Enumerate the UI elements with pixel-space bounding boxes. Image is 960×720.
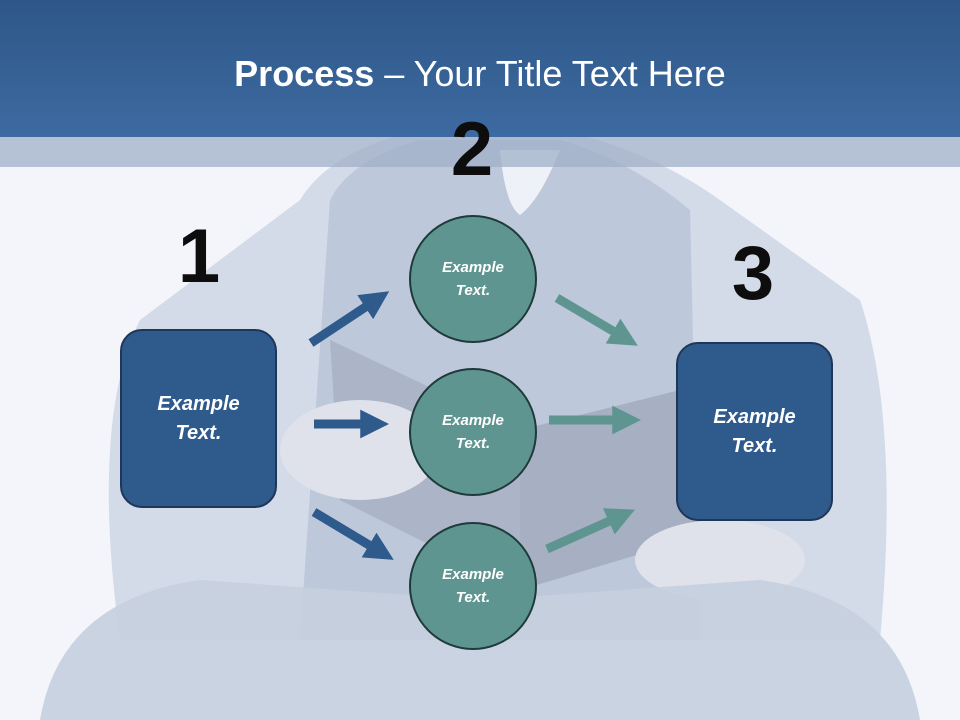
header-strip [0, 137, 960, 167]
arrow-2a-to-3 [554, 294, 638, 346]
step-2-circle-top: Example Text. [409, 215, 537, 343]
arrow-1-to-2c [311, 508, 394, 560]
arrow-2c-to-3 [545, 508, 636, 554]
arrow-1-to-2a [308, 291, 390, 347]
step-2-circle-top-text: Example Text. [442, 259, 504, 299]
title-rest: – Your Title Text Here [374, 53, 726, 94]
step-number-1: 1 [177, 214, 221, 299]
step-2-circle-bottom-text: Example Text. [442, 566, 504, 606]
step-number-3: 3 [731, 231, 775, 316]
slide-title: Process – Your Title Text Here [0, 52, 960, 96]
step-2-circle-middle-text: Example Text. [442, 412, 504, 452]
step-2-circle-bottom: Example Text. [409, 522, 537, 650]
step-1-box: Example Text. [120, 329, 277, 508]
step-2-circle-middle: Example Text. [409, 368, 537, 496]
title-bold: Process [234, 53, 375, 94]
step-number-2: 2 [450, 107, 494, 192]
header-band [0, 0, 960, 137]
step-3-box: Example Text. [676, 342, 833, 521]
step-1-text: Example Text. [157, 392, 240, 444]
step-3-text: Example Text. [713, 405, 796, 457]
